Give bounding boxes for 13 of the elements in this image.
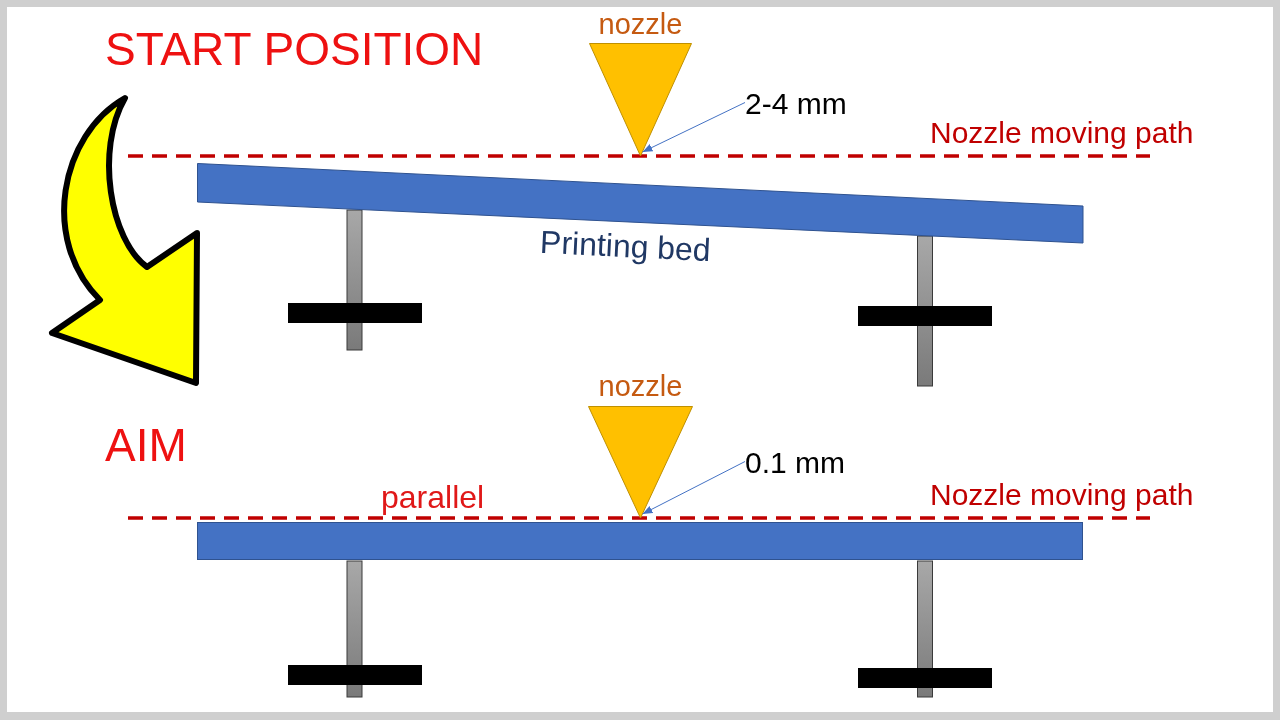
path-label: Nozzle moving path	[930, 118, 1194, 148]
printing-bed-bar	[197, 522, 1083, 560]
nozzle-label: nozzle	[598, 10, 683, 39]
section-heading: AIM	[105, 422, 187, 468]
section-heading: START POSITION	[105, 26, 484, 72]
path-label: Nozzle moving path	[930, 480, 1194, 510]
dimension-label: 0.1 mm	[745, 448, 846, 478]
leader-arrow	[642, 102, 746, 153]
printing-bed-label: Printing bed	[539, 225, 712, 267]
leader-arrow	[642, 461, 746, 515]
dimension-label: 2-4 mm	[745, 89, 847, 119]
annotation-text: parallel	[381, 481, 485, 513]
nozzle-label: nozzle	[598, 372, 683, 401]
